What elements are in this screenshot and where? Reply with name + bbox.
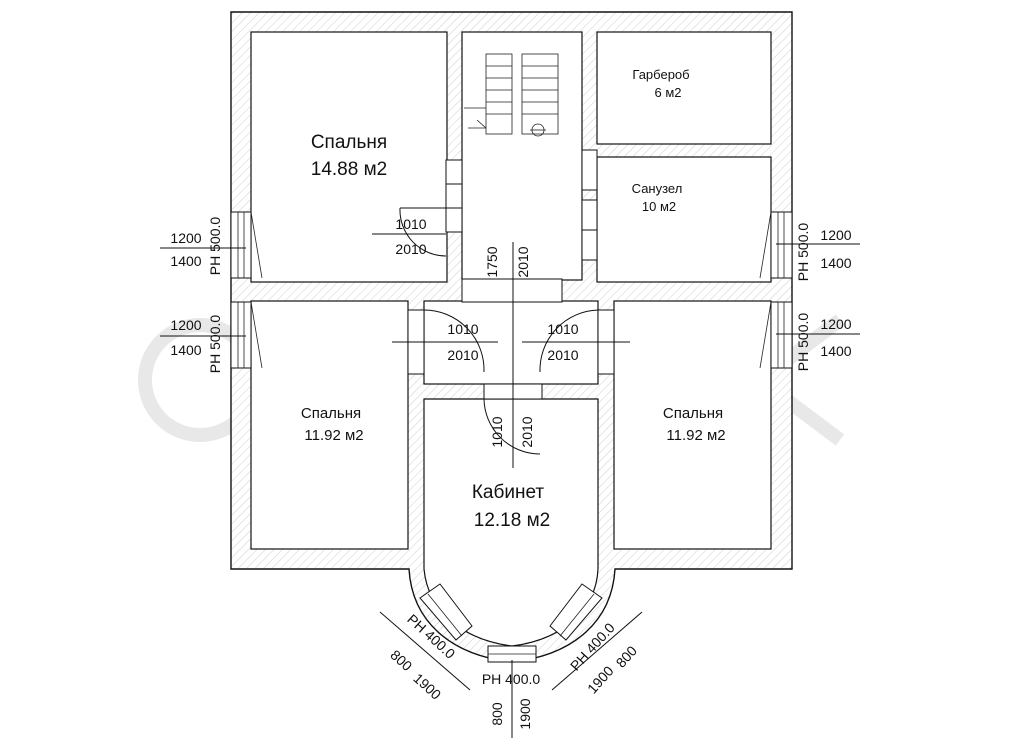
window-bay-left <box>419 583 473 641</box>
door-width-d5: 1010 <box>489 416 505 447</box>
room-wardrobe <box>596 31 772 145</box>
corridor <box>461 278 563 303</box>
window-bay-right <box>549 583 603 641</box>
door-width-d4: 1010 <box>547 321 578 337</box>
room-name-office: Кабинет <box>472 482 545 503</box>
room-name-bedroom-right: Спальня <box>663 405 723 422</box>
room-name-bathroom: Санузел <box>632 181 683 196</box>
window-left-top-width: 1200 <box>170 230 201 246</box>
room-bedroom-left <box>250 300 409 550</box>
room-name-bedroom-left: Спальня <box>301 405 361 422</box>
window-bay-left-width: 800 <box>387 647 415 675</box>
door-stair-right <box>581 199 598 261</box>
window-right-bottom-width: 1200 <box>820 316 851 332</box>
window-bay-center-width: 800 <box>489 702 505 726</box>
window-bay-center-height: 1900 <box>517 698 533 729</box>
door-width-d2: 1750 <box>484 246 500 277</box>
window-bay-center-sill: РН 400.0 <box>482 671 541 687</box>
window-left-bottom-sill: РН 500.0 <box>207 315 223 374</box>
room-bathroom <box>596 156 772 283</box>
window-right-bottom <box>759 301 793 369</box>
window-right-top-sill: РН 500.0 <box>795 223 811 282</box>
room-bedroom-right <box>613 300 772 550</box>
room-area-bedroom-left: 11.92 м2 <box>304 427 363 444</box>
room-name-bedroom-top: Спальня <box>311 132 387 153</box>
door-height-d1: 2010 <box>395 241 426 257</box>
door-width-d3: 1010 <box>447 321 478 337</box>
window-right-bottom-sill: РН 500.0 <box>795 313 811 372</box>
door-height-d3: 2010 <box>447 347 478 363</box>
room-area-office: 12.18 м2 <box>474 510 550 531</box>
room-area-bathroom: 10 м2 <box>642 199 676 214</box>
door-bedroom-top <box>399 159 463 257</box>
door-bath-left <box>581 149 598 191</box>
window-right-top <box>759 211 793 279</box>
room-area-bedroom-top: 14.88 м2 <box>311 159 387 180</box>
staircase <box>464 53 559 137</box>
door-height-d4: 2010 <box>547 347 578 363</box>
room-area-bedroom-right: 11.92 м2 <box>666 427 725 444</box>
window-left-bottom-width: 1200 <box>170 317 201 333</box>
door-width-d1: 1010 <box>395 216 426 232</box>
window-left-top-sill: РН 500.0 <box>207 217 223 276</box>
window-right-top-height: 1400 <box>820 255 851 271</box>
room-bedroom-top <box>250 31 448 283</box>
window-left-bottom <box>230 301 263 369</box>
window-bay-left-height: 1900 <box>410 670 444 703</box>
window-right-bottom-height: 1400 <box>820 343 851 359</box>
window-right-top-width: 1200 <box>820 227 851 243</box>
window-left-bottom-height: 1400 <box>170 342 201 358</box>
dimension-lines <box>160 233 860 738</box>
door-height-d2: 2010 <box>515 246 531 277</box>
window-bay-center <box>487 645 537 663</box>
room-area-wardrobe: 6 м2 <box>654 85 681 100</box>
window-bay-right-width: 800 <box>613 642 641 670</box>
window-bay-right-height: 1900 <box>584 663 617 697</box>
door-height-d5: 2010 <box>519 416 535 447</box>
window-left-top-height: 1400 <box>170 253 201 269</box>
window-left-top <box>230 211 263 279</box>
room-name-wardrobe: Гарбероб <box>632 67 689 82</box>
